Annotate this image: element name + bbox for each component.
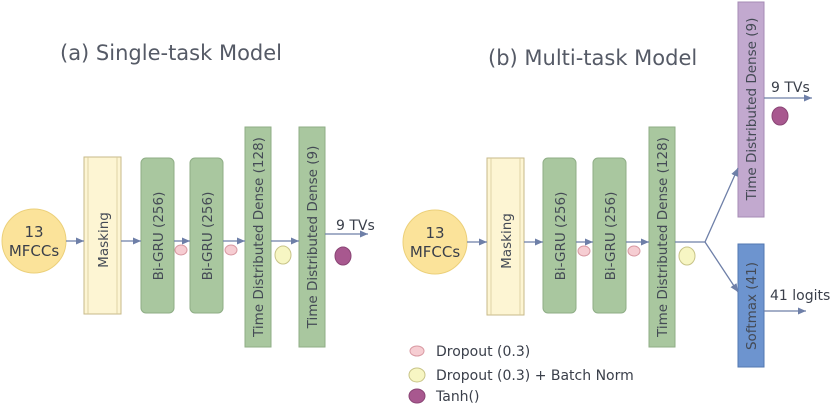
multi-task-model: 13 MFCCs Masking Bi-GRU (256) Bi-GRU (25… [402,1,830,368]
multi-masking-label: Masking [499,213,515,269]
single-input-node [1,208,67,274]
single-bigru-layer-2 [189,157,224,314]
single-input-label-line2: MFCCs [9,242,60,260]
legend-tanh-swatch [408,388,426,404]
legend-dropout-bn-label: Dropout (0.3) + Batch Norm [436,368,634,384]
multi-tanh-marker [771,106,789,126]
multi-bigru-layer-2 [592,157,627,314]
single-task-model: 13 MFCCs Masking Bi-GRU (256) Bi-GRU (25… [1,126,375,348]
multi-output-tv-label: 9 TVs [771,80,810,96]
single-output-label: 9 TVs [336,218,375,234]
legend-dropout-label: Dropout (0.3) [436,344,530,360]
single-bigru-label-1: Bi-GRU (256) [151,192,167,281]
multi-masking-layer [486,157,525,316]
multi-dense-9-layer [737,1,765,218]
single-masking-layer [83,156,122,315]
single-dense-9-label: Time Distributed Dense (9) [305,146,321,330]
single-dropout-marker-2 [224,244,238,256]
multi-dense-128-layer [648,126,676,348]
multi-softmax-label: Softmax (41) [744,262,760,350]
multi-dropout-bn-marker [678,246,696,266]
title-multi-task: (b) Multi-task Model [488,46,697,70]
single-dropout-marker-1 [174,244,188,256]
multi-bigru-label-1: Bi-GRU (256) [553,192,569,281]
single-tanh-marker [334,246,352,266]
legend-tanh-label: Tanh() [435,389,479,405]
legend-dropout-bn-swatch [408,367,426,383]
multi-dense-128-label: Time Distributed Dense (128) [655,137,671,338]
single-dense-128-label: Time Distributed Dense (128) [251,137,267,338]
multi-dense-9-label: Time Distributed Dense (9) [744,18,760,202]
multi-arrow-branch-softmax [704,241,739,293]
single-dense-9-layer [298,126,326,348]
multi-bigru-layer-1 [542,157,577,314]
multi-input-node [402,209,468,275]
multi-softmax-layer [737,243,765,368]
multi-output-logits-label: 41 logits [770,288,830,304]
single-bigru-label-2: Bi-GRU (256) [200,192,216,281]
multi-bigru-label-2: Bi-GRU (256) [603,192,619,281]
multi-arrow-branch-dense9 [704,167,739,243]
single-masking-label: Masking [96,212,112,268]
legend-dropout-swatch [409,345,425,357]
multi-dropout-marker-2 [627,245,641,257]
single-bigru-layer-1 [140,157,175,314]
multi-input-label-line1: 13 [425,224,444,242]
legend: Dropout (0.3) Dropout (0.3) + Batch Norm… [408,344,634,405]
multi-input-label-line2: MFCCs [410,243,461,261]
multi-dropout-marker-1 [577,245,591,257]
title-single-task: (a) Single-task Model [60,41,282,65]
single-dense-128-layer [244,126,272,348]
single-dropout-bn-marker [274,245,292,265]
single-input-label-line1: 13 [24,223,43,241]
